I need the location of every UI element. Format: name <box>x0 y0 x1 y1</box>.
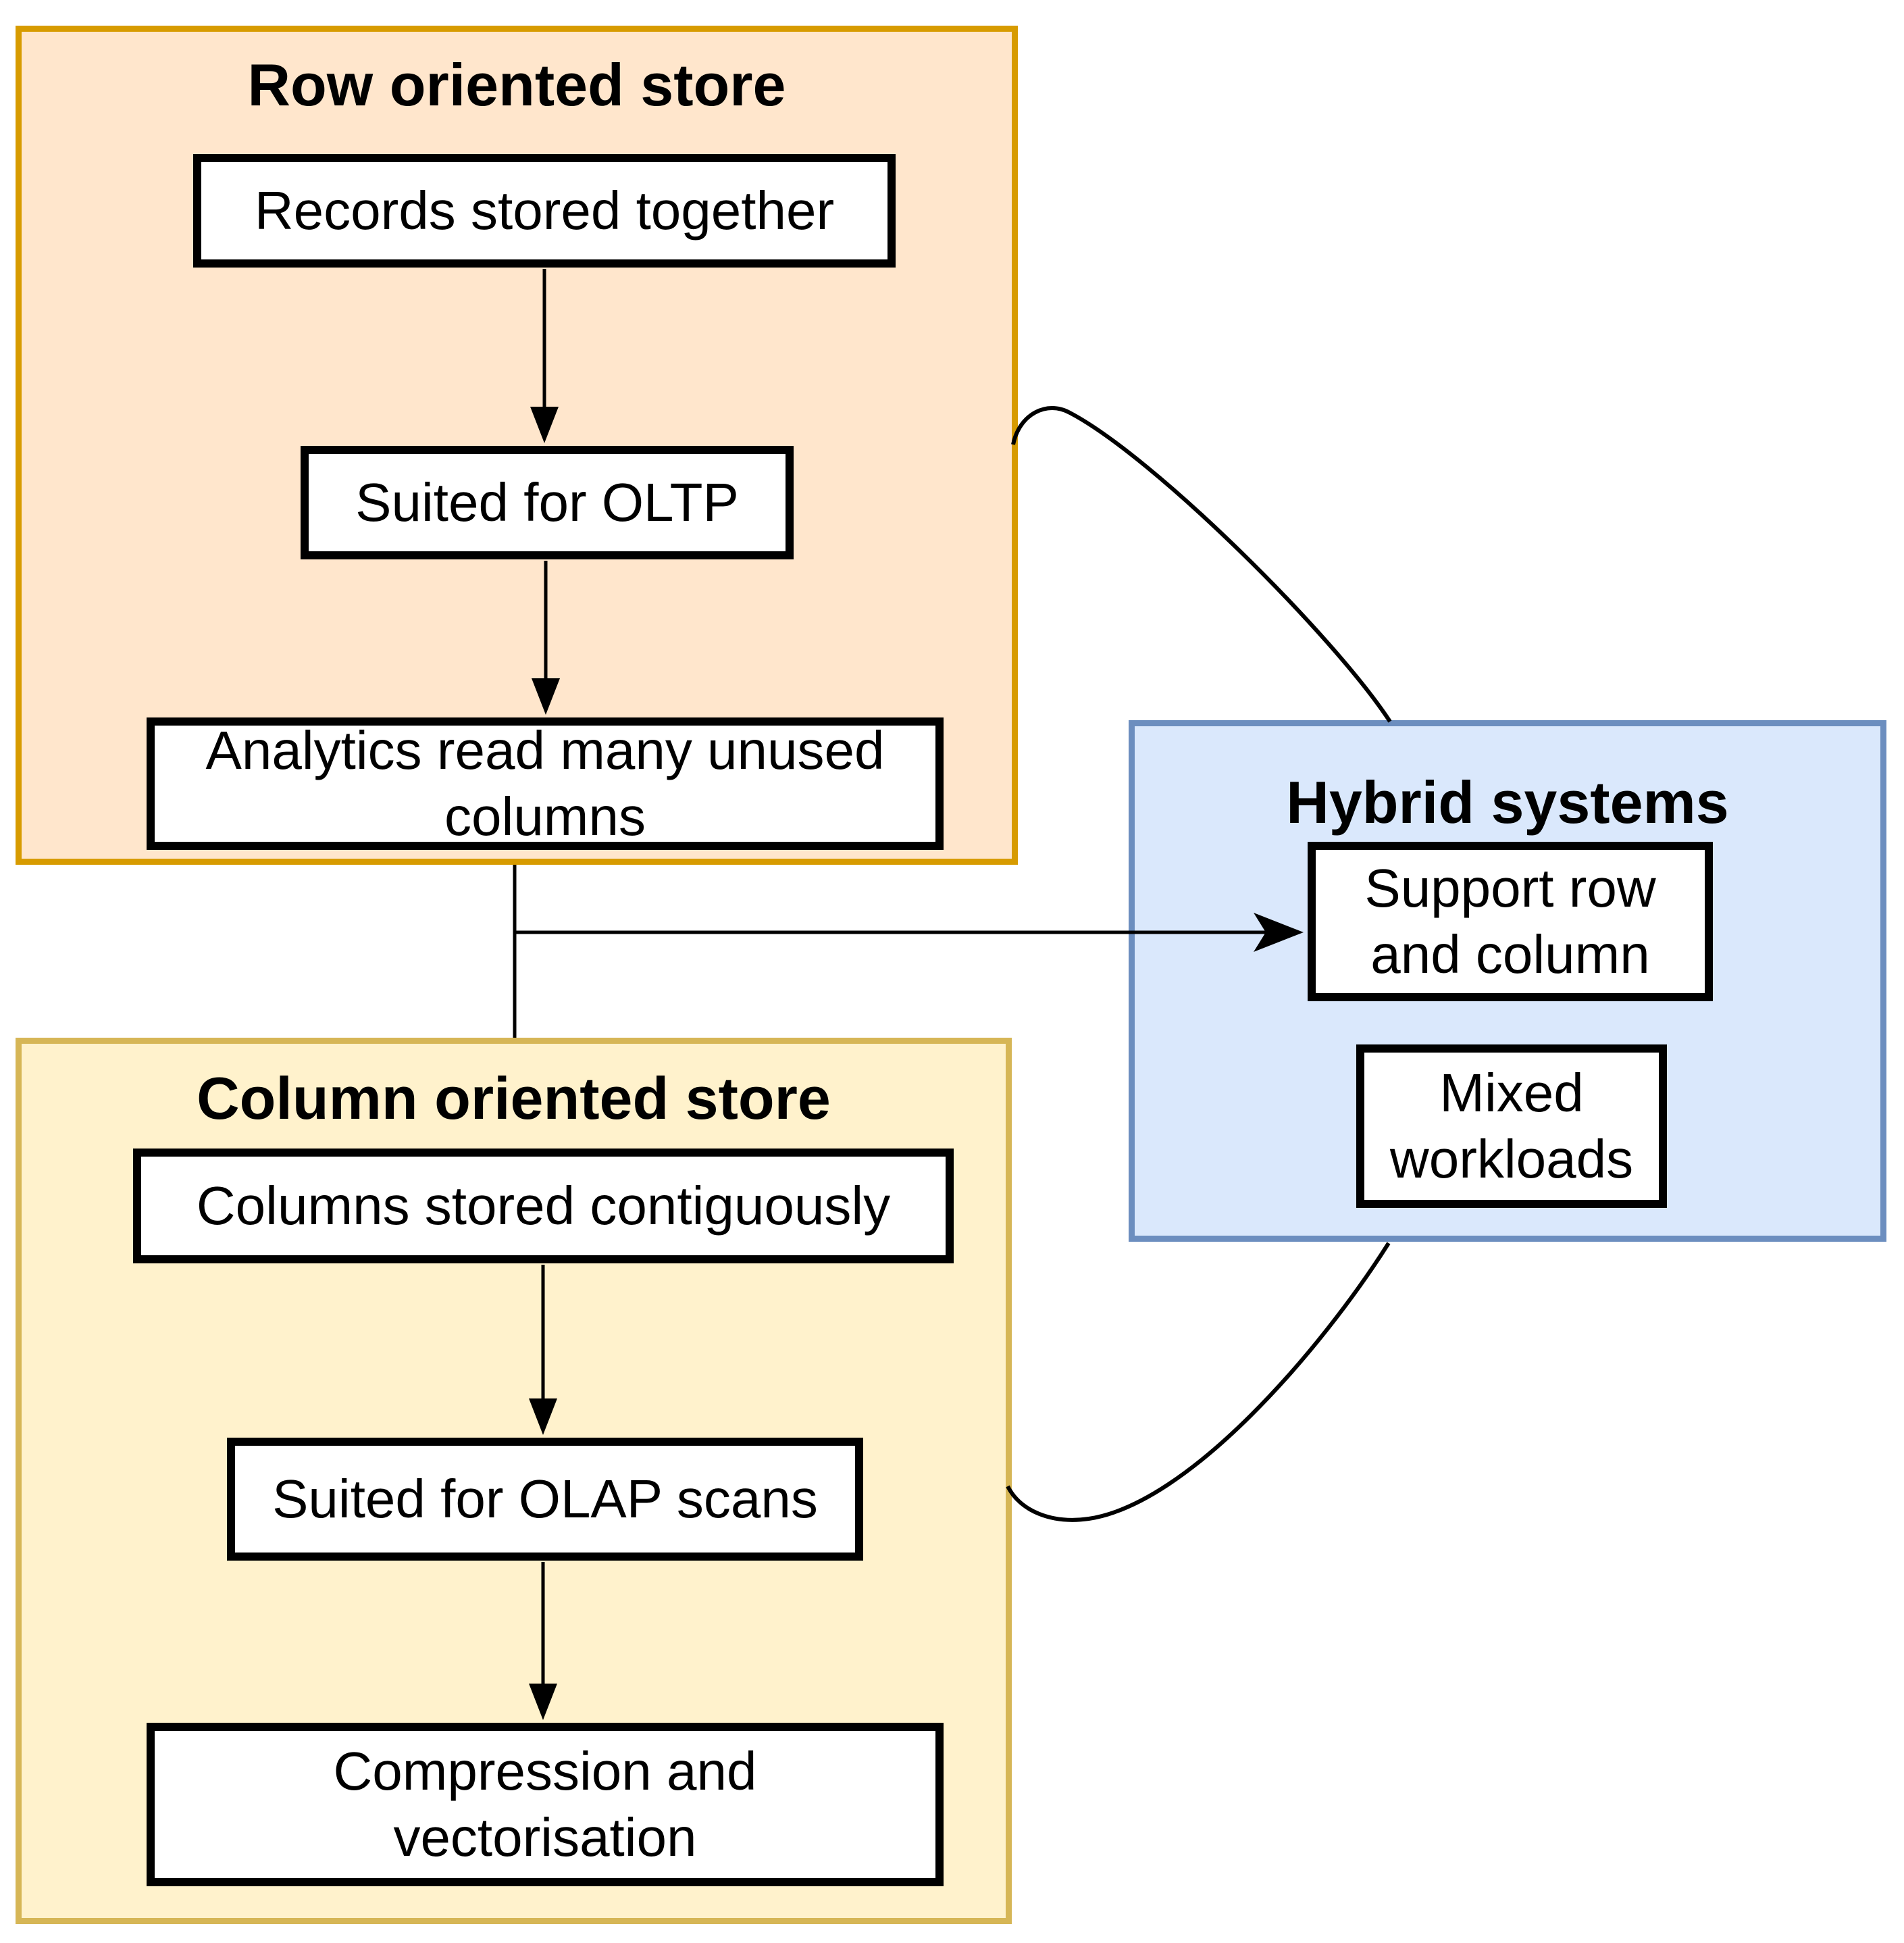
curve-row-store-to-hybrid <box>1011 406 1392 723</box>
node-records-stored-together: Records stored together <box>193 154 896 268</box>
node-suited-for-olap-scans: Suited for OLAP scans <box>227 1438 863 1561</box>
node-analytics-unused-columns: Analytics read many unused columns <box>147 717 944 850</box>
column-store-title: Column oriented store <box>197 1065 831 1132</box>
node-support-row-and-column: Support row and column <box>1308 842 1713 1001</box>
row-store-title: Row oriented store <box>247 51 786 118</box>
hybrid-title: Hybrid systems <box>1286 769 1729 836</box>
node-mixed-workloads: Mixed workloads <box>1356 1044 1667 1208</box>
node-compression-vectorisation: Compression and vectorisation <box>147 1723 944 1886</box>
node-suited-for-oltp: Suited for OLTP <box>301 446 794 559</box>
curve-hybrid-to-column-store <box>1006 1242 1391 1522</box>
node-columns-stored-contiguously: Columns stored contiguously <box>133 1149 954 1263</box>
